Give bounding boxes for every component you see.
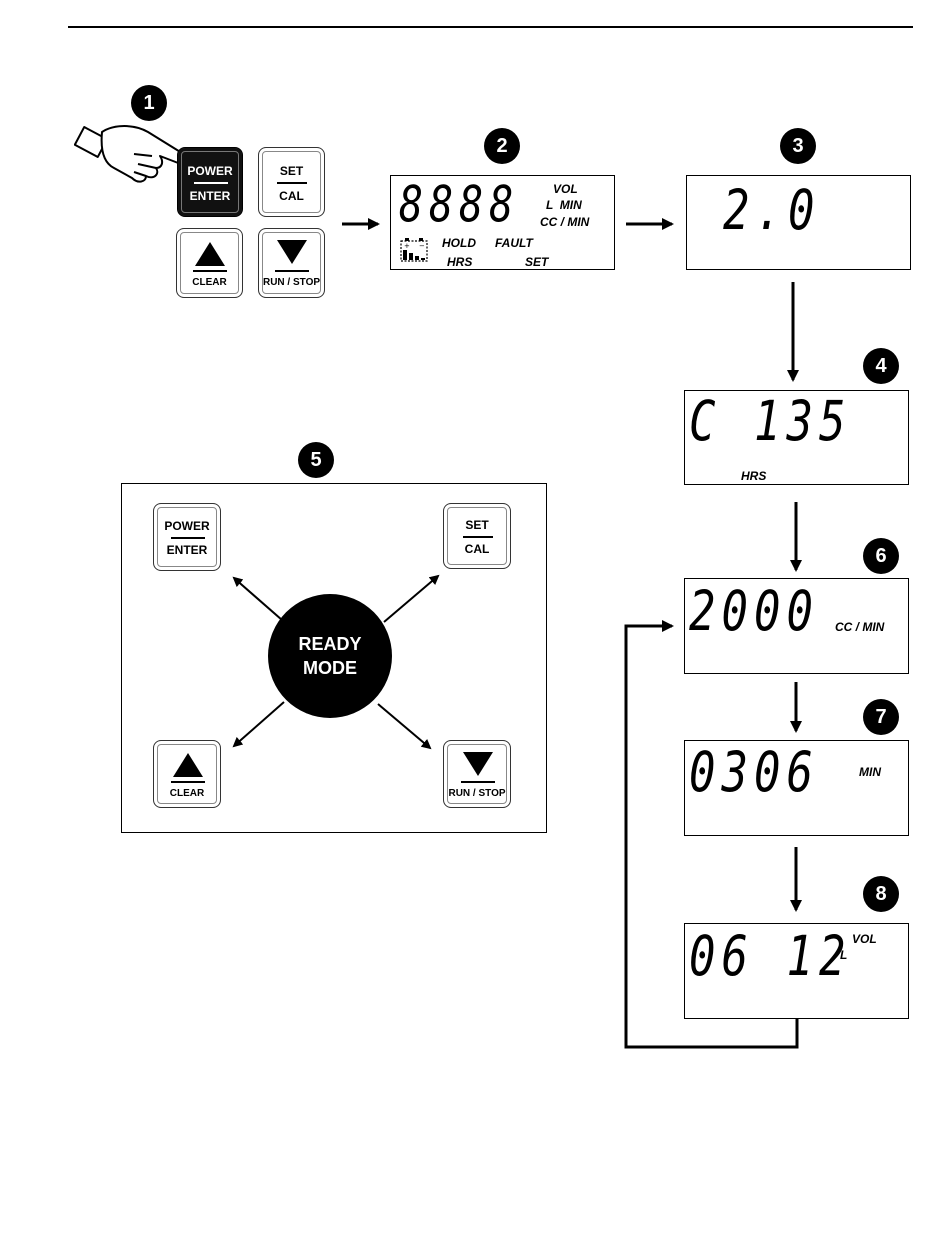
cal-label: CAL	[444, 542, 510, 556]
key-divider	[171, 781, 205, 783]
lcd-display-all-segments: 8888 VOL L MIN CC / MIN + − HOLD FAULT H…	[390, 175, 615, 270]
ready-label: READY	[298, 632, 361, 656]
set-cal-key[interactable]: SET CAL	[443, 503, 511, 569]
key-divider	[277, 182, 307, 184]
step-badge-8: 8	[863, 876, 899, 912]
hrs-annunciator: HRS	[447, 255, 472, 269]
step-badge-6: 6	[863, 538, 899, 574]
down-arrow-icon	[463, 752, 493, 776]
lcd-value: 0306	[689, 746, 819, 801]
up-clear-key[interactable]: CLEAR	[176, 228, 243, 298]
lcd-display-time: 0306 MIN	[684, 740, 909, 836]
enter-label: ENTER	[154, 543, 220, 557]
key-divider	[171, 537, 205, 539]
svg-text:−: −	[419, 242, 425, 250]
set-label: SET	[444, 518, 510, 532]
svg-text:+: +	[404, 242, 410, 250]
set-annunciator: SET	[525, 255, 548, 269]
up-arrow-icon	[195, 242, 225, 266]
lcd-value: 2000	[689, 585, 819, 640]
hold-annunciator: HOLD	[442, 236, 476, 250]
cc-min-annunciator: CC / MIN	[835, 620, 884, 634]
down-arrow-icon	[277, 240, 307, 264]
lcd-digits: 8888	[399, 180, 519, 230]
lcd-value: 2.0	[723, 184, 820, 239]
cc-min-annunciator: CC / MIN	[540, 215, 589, 229]
lcd-value: 06 12	[689, 930, 851, 985]
down-runstop-key[interactable]: RUN / STOP	[443, 740, 511, 808]
step-badge-2: 2	[484, 128, 520, 164]
lcd-value: C 135	[689, 395, 851, 450]
lcd-display-hours: C 135 HRS	[684, 390, 909, 485]
enter-label: ENTER	[178, 189, 242, 203]
down-runstop-key[interactable]: RUN / STOP	[258, 228, 325, 298]
power-enter-key[interactable]: POWER ENTER	[177, 147, 243, 217]
l-annunciator: L	[840, 948, 847, 962]
vol-annunciator: VOL	[852, 932, 877, 946]
mode-label: MODE	[303, 656, 357, 680]
power-enter-key[interactable]: POWER ENTER	[153, 503, 221, 571]
power-label: POWER	[154, 519, 220, 533]
key-divider	[275, 270, 309, 272]
clear-label: CLEAR	[177, 277, 242, 288]
set-cal-key[interactable]: SET CAL	[258, 147, 325, 217]
min-annunciator: MIN	[859, 765, 881, 779]
key-divider	[193, 270, 227, 272]
step-badge-3: 3	[780, 128, 816, 164]
up-arrow-icon	[173, 753, 203, 777]
key-divider	[461, 781, 495, 783]
cal-label: CAL	[259, 189, 324, 203]
clear-label: CLEAR	[154, 788, 220, 799]
key-divider	[194, 182, 228, 184]
key-divider	[463, 536, 493, 538]
run-stop-label: RUN / STOP	[444, 788, 510, 799]
lcd-display-flow-rate: 2000 CC / MIN	[684, 578, 909, 674]
fault-annunciator: FAULT	[495, 236, 533, 250]
step-badge-7: 7	[863, 699, 899, 735]
lcd-display-version: 2.0	[686, 175, 911, 270]
battery-icon: + −	[400, 237, 430, 263]
step-badge-5: 5	[298, 442, 334, 478]
hrs-annunciator: HRS	[741, 469, 766, 483]
up-clear-key[interactable]: CLEAR	[153, 740, 221, 808]
ready-mode-circle: READY MODE	[268, 594, 392, 718]
lcd-display-volume: 06 12 VOL L	[684, 923, 909, 1019]
l-min-annunciator: L MIN	[546, 198, 582, 212]
run-stop-label: RUN / STOP	[259, 277, 324, 288]
step-badge-4: 4	[863, 348, 899, 384]
set-label: SET	[259, 164, 324, 178]
power-label: POWER	[178, 164, 242, 178]
vol-annunciator: VOL	[553, 182, 578, 196]
